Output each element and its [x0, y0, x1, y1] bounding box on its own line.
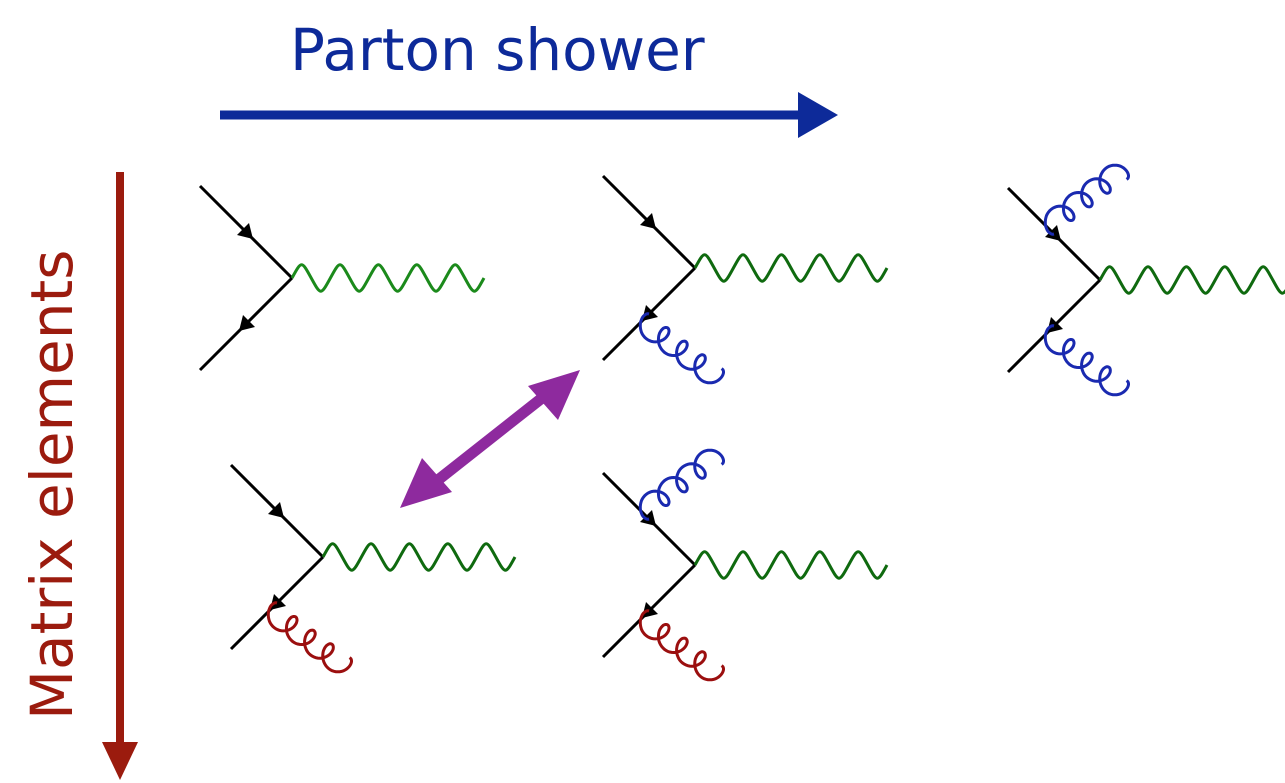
fermion-arrow-icon: [642, 305, 658, 321]
feynman-diagram-one-shower-emission: [601, 174, 889, 385]
parton-shower-label: Parton shower: [290, 16, 705, 84]
fermion-arrow-icon: [270, 594, 286, 610]
boson-line: [290, 263, 486, 293]
gluon-line: [1043, 324, 1130, 397]
gluon-line: [638, 312, 725, 385]
gluon-line: [1043, 163, 1130, 236]
fermion-arrow-icon: [239, 315, 255, 331]
fermion-arrow-icon: [1047, 317, 1063, 333]
matrix-elements-label: Matrix elements: [18, 250, 86, 720]
feynman-diagram-two-shower-emissions: [1006, 163, 1285, 397]
matrix-elements-arrow: [102, 172, 138, 780]
fermion-arrow-icon: [640, 213, 656, 229]
fermion-arrow-icon: [268, 502, 284, 518]
gluon-line: [638, 448, 725, 521]
boson-line: [1098, 265, 1285, 295]
fermion-arrow-icon: [237, 223, 253, 239]
boson-line: [321, 542, 517, 572]
boson-line: [693, 253, 889, 283]
matching-double-arrow: [400, 370, 580, 508]
boson-line: [693, 550, 889, 580]
feynman-diagram-one-me-emission: [229, 463, 517, 674]
feynman-diagrams: [198, 163, 1285, 682]
parton-shower-arrow: [220, 92, 838, 138]
gluon-line: [638, 609, 725, 682]
fermion-arrow-icon: [642, 602, 658, 618]
gluon-line: [266, 601, 353, 674]
feynman-diagram-born: [198, 184, 486, 372]
feynman-diagram-me-plus-shower: [601, 448, 889, 682]
